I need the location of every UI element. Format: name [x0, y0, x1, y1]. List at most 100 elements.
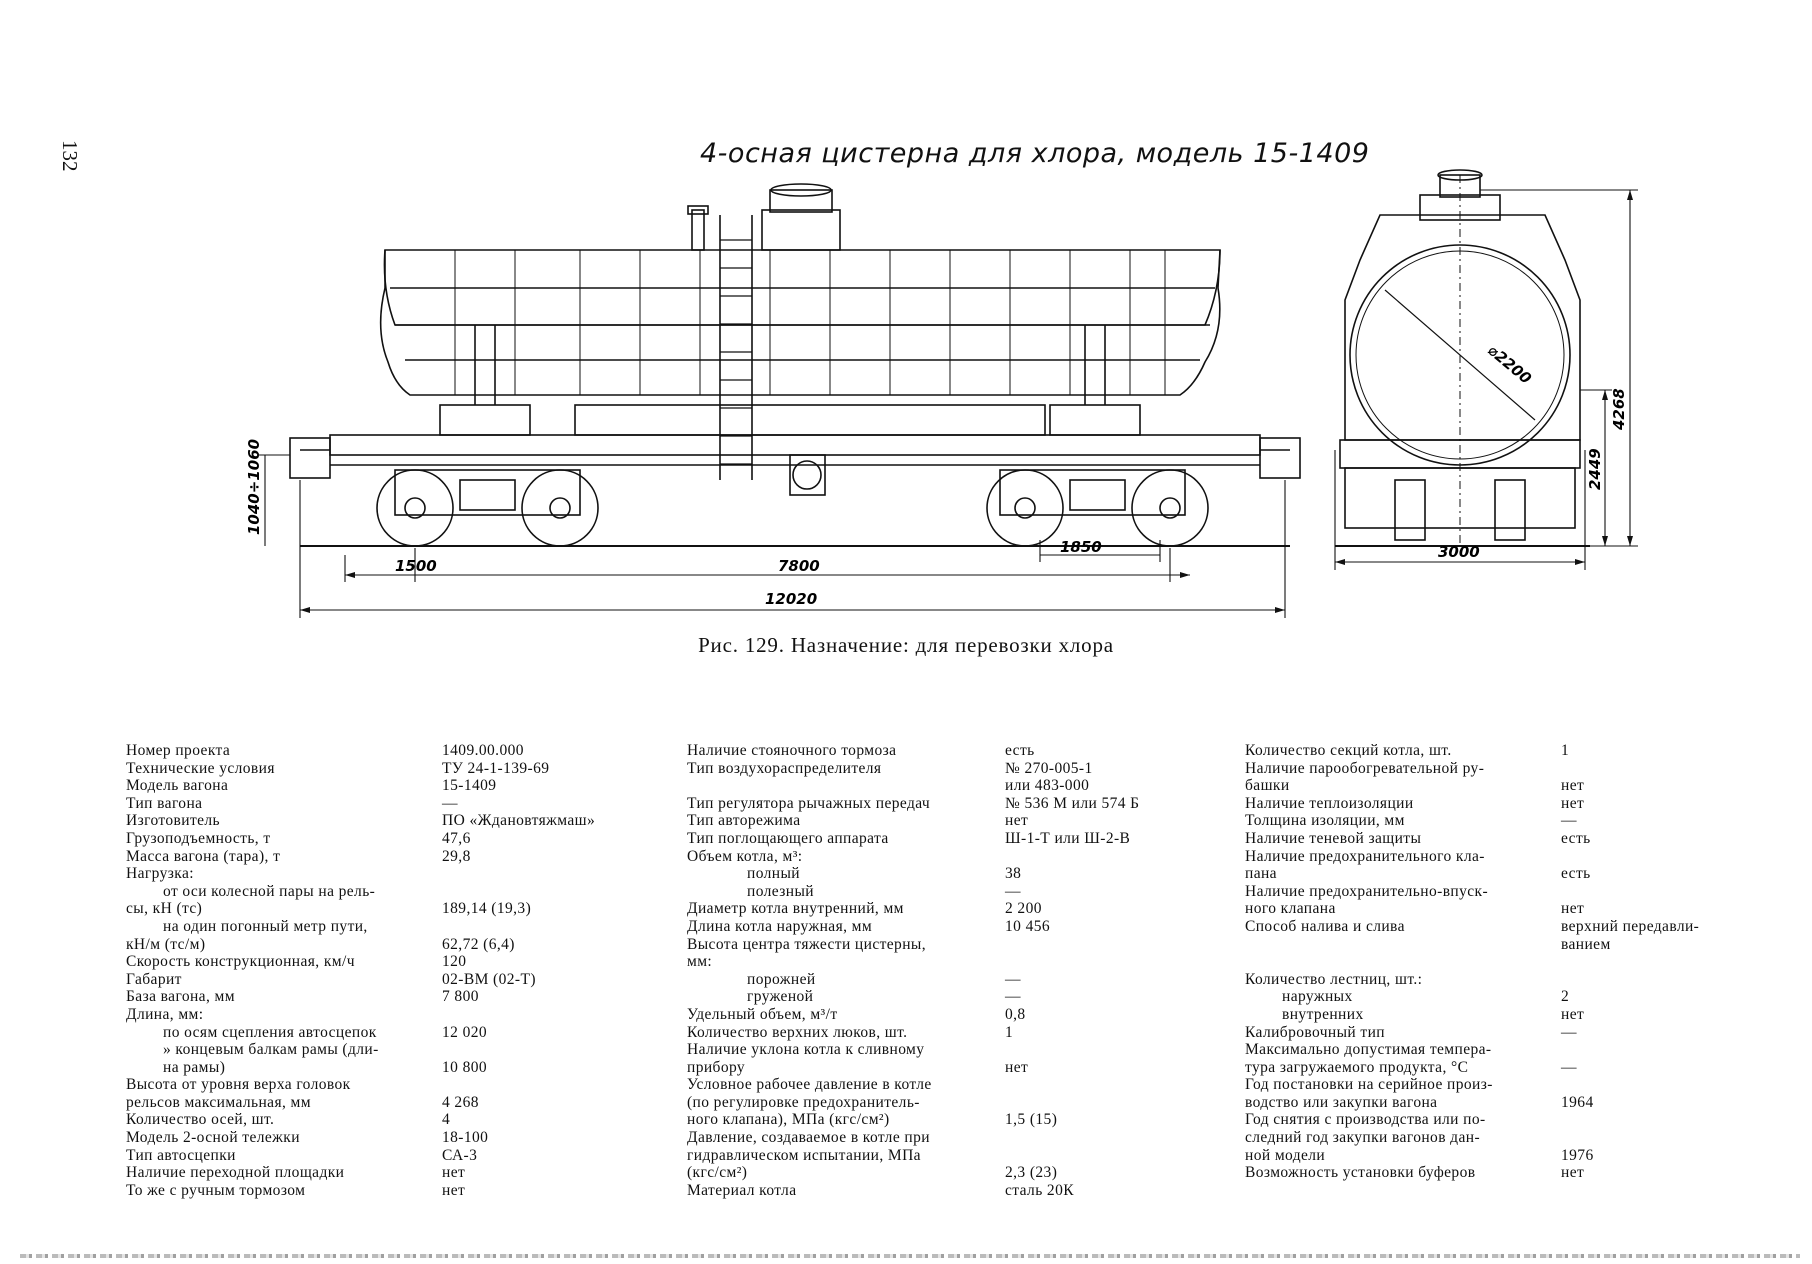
spec-label [687, 777, 1005, 795]
spec-value: ПО «Ждановтяжмаш» [442, 812, 596, 830]
spec-label: Грузоподъемность, т [126, 829, 271, 847]
dim-overhang: 1500 [395, 557, 437, 575]
spec-row: Количество лестниц, шт.: [1245, 971, 1699, 989]
spec-row: полный 38 [687, 865, 1139, 883]
dome [761, 209, 841, 251]
spec-label: Наличие стояночного тормоза [687, 742, 897, 759]
spec-row: Наличие переходной площадки нет [126, 1164, 595, 1182]
dim-frame-height: 2449 [1586, 448, 1604, 490]
spec-value: 1964 [1561, 1093, 1594, 1111]
spec-label: Максимально допустимая темпера- [1245, 1041, 1492, 1059]
spec-value: 1976 [1561, 1146, 1594, 1164]
spec-label: Изготовитель [126, 812, 221, 830]
spec-value: 189,14 (19,3) [442, 900, 532, 918]
spec-value: нет [442, 1181, 466, 1199]
spec-row: Количество осей, шт. 4 [126, 1111, 595, 1129]
spec-value: 1409.00.000 [442, 742, 524, 759]
spec-row: Высота центра тяжести цистерны, [687, 936, 1139, 954]
spec-label: внутренних [1282, 1005, 1364, 1023]
spec-label: полный [747, 865, 800, 883]
spec-row: Давление, создаваемое в котле при [687, 1129, 1139, 1147]
underframe [329, 434, 1261, 456]
spec-row: полезный— [687, 883, 1139, 901]
spec-row: Габарит 02-ВМ (02-Т) [126, 971, 595, 989]
spec-label: Наличие переходной площадки [126, 1164, 345, 1182]
spec-label: То же с ручным тормозом [126, 1181, 306, 1199]
spec-value: 38 [1005, 865, 1022, 883]
spec-label: следний год закупки вагонов дан- [1245, 1129, 1481, 1147]
spec-value: 02-ВМ (02-Т) [442, 970, 536, 988]
spec-row: » концевым балкам рамы (дли- [126, 1041, 595, 1059]
spec-label: мм: [687, 953, 713, 971]
spec-label: (кгс/см²) [687, 1164, 748, 1182]
spec-label: Номер проекта [126, 742, 231, 759]
spec-label: на один погонный метр пути, [163, 917, 368, 935]
spec-value: ТУ 24-1-139-69 [442, 759, 550, 777]
spec-label: полезный [747, 882, 814, 900]
spec-value: 29,8 [442, 847, 471, 865]
spec-value: — [1561, 1023, 1577, 1041]
spec-label: Количество лестниц, шт.: [1245, 970, 1423, 988]
spec-row: (по регулировке предохранитель- [687, 1094, 1139, 1112]
spec-row: тура загружаемого продукта, °С— [1245, 1059, 1699, 1077]
tank-car-drawing: 1040÷1060 1500 7800 1850 12020 ⌀2200 300… [245, 169, 1638, 618]
spec-value: нет [1561, 1164, 1585, 1182]
spec-value: нет [442, 1164, 466, 1182]
spec-row: Количество секций котла, шт.1 [1245, 742, 1699, 760]
spec-row: Максимально допустимая темпера- [1245, 1041, 1699, 1059]
spec-label: (по регулировке предохранитель- [687, 1093, 920, 1111]
spec-label: Габарит [126, 970, 182, 988]
spec-value: есть [1561, 865, 1591, 883]
spec-row: Объем котла, м³: [687, 848, 1139, 866]
spec-label: Способ налива и слива [1245, 917, 1405, 935]
spec-value: 4 [442, 1111, 451, 1129]
spec-value: сталь 20К [1005, 1181, 1074, 1199]
spec-label: Наличие предохранительного кла- [1245, 847, 1485, 865]
spec-label: груженой [747, 988, 814, 1006]
spec-label: от оси колесной пары на рель- [163, 882, 376, 900]
spec-value: 10 456 [1005, 917, 1051, 935]
wheel [986, 469, 1064, 547]
spec-row: гидравлическом испытании, МПа [687, 1147, 1139, 1165]
spec-value: — [1561, 812, 1577, 830]
spec-row: или 483-000 [687, 777, 1139, 795]
dim-max-height: 4268 [1610, 388, 1628, 431]
spec-label: Удельный объем, м³/т [687, 1005, 838, 1023]
spec-value: 18-100 [442, 1129, 489, 1147]
spec-row: Тип вагона— [126, 795, 595, 813]
spec-label: Год снятия с производства или по- [1245, 1111, 1486, 1129]
spec-label: башки [1245, 777, 1290, 795]
spec-label: База вагона, мм [126, 988, 235, 1006]
spec-label: Количество осей, шт. [126, 1111, 275, 1129]
spec-value: 4 268 [442, 1093, 479, 1111]
wheel [1131, 469, 1209, 547]
dim-tank-diameter: ⌀2200 [1484, 341, 1534, 387]
spec-label: Скорость конструкционная, км/ч [126, 953, 355, 971]
spec-label: Модель вагона [126, 777, 229, 795]
spec-value: 1 [1005, 1023, 1014, 1041]
spec-label: сы, кН (тс) [126, 900, 203, 918]
tank-body [379, 249, 1221, 396]
wheel [376, 469, 454, 547]
spec-label: Условное рабочее давление в котле [687, 1076, 932, 1094]
bogie-left [394, 469, 581, 516]
spec-label: ной модели [1245, 1146, 1326, 1164]
spec-value: — [442, 794, 458, 812]
